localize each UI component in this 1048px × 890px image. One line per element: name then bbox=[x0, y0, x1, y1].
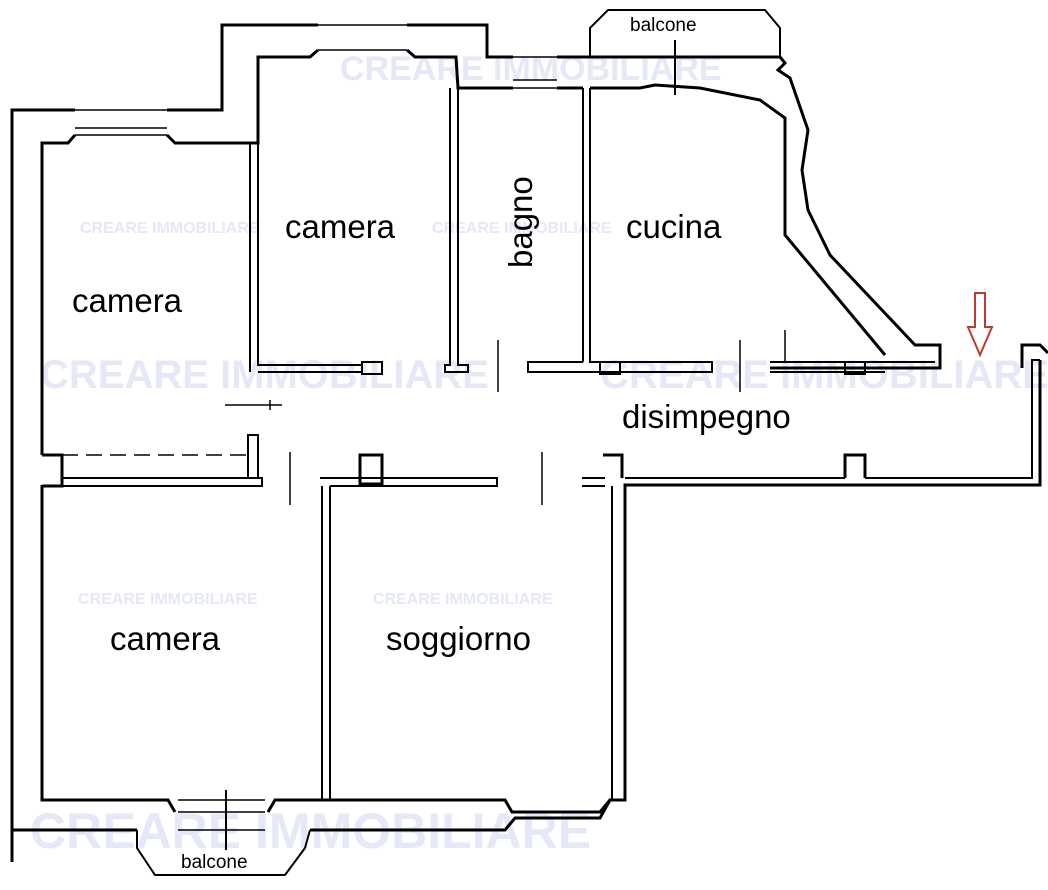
room-label-camera-top: camera bbox=[285, 208, 396, 245]
room-label-cucina: cucina bbox=[626, 208, 722, 245]
entrance-arrow-icon bbox=[966, 292, 994, 358]
watermark-small-2: CREARE IMMOBILIARE bbox=[432, 220, 612, 237]
inner-top-wall bbox=[40, 48, 887, 455]
room-label-soggiorno: soggiorno bbox=[386, 620, 531, 657]
room-label-camera-left: camera bbox=[72, 282, 183, 319]
room-label-bagno: bagno bbox=[502, 176, 539, 268]
room-label-camera-bottom: camera bbox=[110, 620, 221, 657]
walls bbox=[10, 9, 1048, 876]
watermark-mid-right: CREARE IMMOBILIARE bbox=[600, 353, 1048, 397]
bottom-inner-wall bbox=[40, 485, 612, 814]
watermark-small-4: CREARE IMMOBILIARE bbox=[373, 591, 553, 608]
balcony-label-bottom: balcone bbox=[181, 852, 248, 873]
room-label-disimpegno: disimpegno bbox=[622, 398, 791, 435]
bottom-balcony-outline bbox=[136, 790, 311, 876]
watermark-small-3: CREARE IMMOBILIARE bbox=[78, 591, 258, 608]
outer-wall-path bbox=[10, 23, 1048, 862]
top-balcony-outline bbox=[589, 9, 781, 95]
windows bbox=[75, 24, 600, 831]
radiator-bagno-cucina bbox=[599, 361, 621, 375]
balcony-label-top: balcone bbox=[630, 15, 697, 36]
radiator-camera bbox=[361, 361, 383, 375]
watermark-small-1: CREARE IMMOBILIARE bbox=[80, 220, 260, 237]
watermark-mid-left: CREARE IMMOBILIARE bbox=[40, 353, 489, 397]
pillars bbox=[42, 453, 867, 488]
radiator-cucina bbox=[844, 361, 866, 375]
partition-walls bbox=[62, 88, 1040, 800]
door-marks bbox=[225, 330, 786, 505]
